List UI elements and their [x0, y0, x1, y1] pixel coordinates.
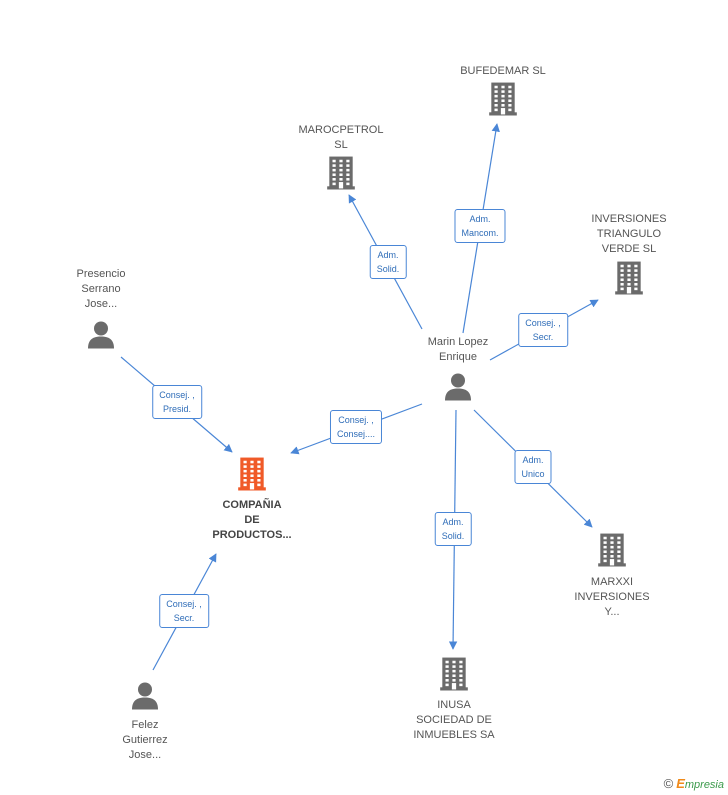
node-label-inusa[interactable]: INUSA SOCIEDAD DE INMUEBLES SA: [413, 698, 494, 743]
node-label-line: Gutierrez: [122, 734, 168, 746]
node-label-line: MAROCPETROL: [298, 124, 384, 136]
node-label-line: Enrique: [439, 351, 477, 363]
node-label-marxxi[interactable]: MARXXI INVERSIONES Y...: [574, 575, 649, 620]
node-label-line: BUFEDEMAR SL: [460, 65, 546, 77]
edge-label-marin-to-marxxi[interactable]: Adm. Unico: [514, 450, 552, 484]
node-label-line: COMPAÑIA: [222, 499, 282, 511]
node-label-line: SOCIEDAD DE: [416, 714, 492, 726]
building-icon[interactable]: [440, 657, 468, 696]
node-label-line: INMUEBLES SA: [413, 729, 495, 741]
node-label-line: Jose...: [128, 749, 162, 761]
node-label-line: DE: [244, 514, 260, 526]
node-label-line: INUSA: [437, 699, 471, 711]
edge-label-line: Consej. ,: [159, 390, 195, 400]
node-label-line: VERDE SL: [601, 243, 657, 255]
node-label-line: TRIANGULO: [596, 228, 662, 240]
person-icon[interactable]: [86, 320, 116, 355]
edge-label-line: Solid.: [441, 531, 465, 541]
edge-label-felez-to-compania[interactable]: Consej. , Secr.: [159, 594, 209, 628]
edge-label-line: Adm.: [469, 214, 491, 224]
person-icon[interactable]: [443, 372, 473, 407]
edge-label-line: Mancom.: [461, 228, 499, 238]
edge-label-line: Adm.: [522, 455, 544, 465]
building-icon[interactable]: [327, 156, 355, 195]
node-label-line: PRODUCTOS...: [212, 529, 292, 541]
edge-label-line: Consej. ,: [338, 415, 374, 425]
node-label-line: Presencio: [76, 268, 126, 280]
empresia-logo[interactable]: ©Empresia: [664, 776, 724, 791]
node-label-compania[interactable]: COMPAÑIA DE PRODUCTOS...: [212, 498, 291, 543]
building-icon[interactable]: [598, 533, 626, 572]
node-label-bufedemar[interactable]: BUFEDEMAR SL: [460, 64, 546, 79]
node-label-marocpetrol[interactable]: MAROCPETROL SL: [299, 123, 384, 153]
edge-label-line: Secr.: [532, 332, 554, 342]
edge-label-line: Presid.: [162, 404, 191, 414]
edge-label-marin-to-marocpetrol[interactable]: Adm. Solid.: [369, 245, 407, 279]
node-label-line: Felez: [131, 719, 159, 731]
edge-label-marin-to-compania[interactable]: Consej. , Consej....: [329, 410, 383, 444]
person-icon[interactable]: [130, 681, 160, 716]
building-icon[interactable]: [615, 261, 643, 300]
node-label-line: MARXXI: [590, 576, 634, 588]
edge-label-presencio-to-compania[interactable]: Consej. , Presid.: [152, 385, 202, 419]
brand-initial: E: [676, 776, 685, 791]
node-label-line: INVERSIONES: [591, 213, 667, 225]
edge-label-line: Consej....: [336, 429, 376, 439]
edge-label-line: Consej. ,: [166, 599, 202, 609]
edge-label-marin-to-inversiones[interactable]: Consej. , Secr.: [518, 313, 568, 347]
node-label-inversiones[interactable]: INVERSIONES TRIANGULO VERDE SL: [591, 212, 666, 257]
building-icon[interactable]: [489, 82, 517, 121]
brand-rest: mpresia: [684, 779, 724, 791]
building-icon[interactable]: [238, 457, 266, 496]
copyright-symbol: ©: [663, 776, 674, 791]
node-label-line: Jose...: [84, 298, 118, 310]
edge-label-line: Consej. ,: [525, 318, 561, 328]
edge-label-line: Unico: [521, 469, 545, 479]
edge-label-line: Secr.: [173, 613, 195, 623]
edge-label-line: Solid.: [376, 264, 400, 274]
node-label-line: Marin Lopez: [427, 336, 489, 348]
node-label-line: SL: [334, 139, 348, 151]
edge-label-line: Adm.: [442, 517, 464, 527]
edge-label-marin-to-bufedemar[interactable]: Adm. Mancom.: [454, 209, 506, 243]
node-label-line: Y...: [604, 606, 620, 618]
node-label-line: Serrano: [81, 283, 121, 295]
edge-label-marin-to-inusa[interactable]: Adm. Solid.: [434, 512, 472, 546]
node-label-line: INVERSIONES: [574, 591, 650, 603]
edge-label-line: Adm.: [377, 250, 399, 260]
